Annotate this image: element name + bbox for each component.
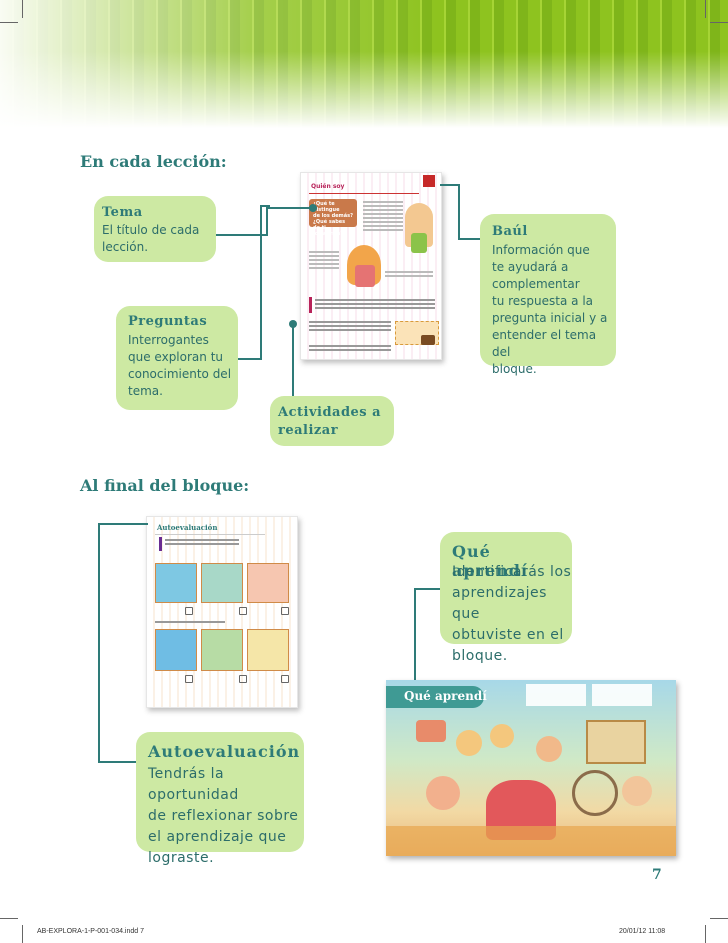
crop-mark [705, 925, 706, 943]
crop-mark [22, 0, 23, 18]
spread-title-tab [386, 686, 484, 708]
child-face [456, 730, 482, 756]
checkbox-row [155, 675, 289, 683]
page-number: 7 [652, 867, 662, 883]
connector-line [292, 325, 294, 396]
tema-title: Tema [102, 205, 143, 220]
connector-line [458, 184, 460, 240]
crop-mark [705, 0, 706, 18]
block-end-heading: Al final del bloque: [80, 476, 250, 495]
logo-mark [423, 175, 435, 187]
lesson-heading: En cada lección: [80, 152, 227, 171]
footer-file: AB-EXPLORA-1-P-001-034.indd 7 [37, 928, 144, 935]
illustration-panel [247, 563, 289, 603]
child-illustration [411, 233, 427, 253]
text-lines [385, 269, 433, 281]
sample-lesson-page: Quién soy ¿Qué te distingue de los demás… [300, 172, 442, 360]
text-lines [309, 249, 339, 275]
connector-line [458, 238, 480, 240]
spread-text-box [526, 684, 586, 706]
illustration-panel [247, 629, 289, 671]
decorative-banner [0, 0, 728, 128]
connector-line [266, 207, 312, 209]
instruction-lines [159, 537, 239, 551]
instruction-line [155, 621, 225, 623]
connector-line [238, 358, 262, 360]
sample-question-box: ¿Qué te distingue de los demás? ¿Qué sab… [309, 199, 357, 237]
spread-text-box [592, 684, 652, 706]
illustration-shape [586, 720, 646, 764]
crop-mark [710, 918, 728, 919]
que-aprendi-title: Qué aprendí [452, 542, 529, 580]
divider [309, 193, 419, 194]
activity-lines [309, 319, 391, 337]
connector-line [440, 184, 460, 186]
sample-lesson-title: Quién soy [311, 183, 345, 190]
connector-line [260, 205, 270, 207]
illustration-panel [201, 563, 243, 603]
sample-spread-image: Qué aprendí [386, 680, 676, 856]
text-lines [363, 199, 403, 241]
crop-mark [0, 22, 18, 23]
child-face [536, 736, 562, 762]
wheelchair-wheel [572, 770, 618, 816]
checkbox-row [155, 607, 289, 615]
child-face [426, 776, 460, 810]
preguntas-title: Preguntas [128, 314, 208, 329]
connector-line [266, 207, 268, 236]
divider [155, 534, 265, 535]
spread-title: Qué aprendí [404, 689, 487, 703]
crop-mark [710, 22, 728, 23]
crop-mark [0, 918, 18, 919]
activity-lines [309, 297, 435, 313]
connector-line [98, 523, 148, 525]
autoevaluacion-title: Autoevaluación [148, 742, 301, 761]
girl-illustration [355, 265, 375, 287]
connector-line [414, 588, 440, 590]
connector-line [98, 761, 136, 763]
child-face [622, 776, 652, 806]
connector-dot [309, 204, 317, 212]
illustration-panel [201, 629, 243, 671]
floor [386, 826, 676, 856]
chest-icon [421, 335, 435, 345]
child-face [490, 724, 514, 748]
connector-dot [289, 320, 297, 328]
illustration-panel [155, 629, 197, 671]
sample-autoeval-page: Autoevaluación [146, 516, 298, 708]
illustration-panel [155, 563, 197, 603]
sample-autoeval-title: Autoevaluación [157, 523, 218, 532]
crop-mark [22, 925, 23, 943]
connector-line [260, 205, 262, 360]
connector-line [414, 588, 416, 686]
activity-lines [309, 343, 391, 353]
illustration-shape [416, 720, 446, 742]
connector-line [98, 523, 100, 763]
footer-date: 20/01/12 11:08 [619, 928, 666, 935]
baul-title: Baúl [492, 224, 528, 239]
connector-line [216, 234, 268, 236]
